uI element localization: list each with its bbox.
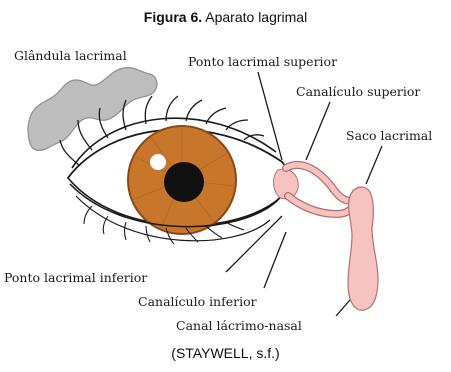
label-canaliculo-superior: Canalículo superior [296,84,420,99]
label-canaliculo-inferior: Canalículo inferior [138,294,257,309]
leader-canaliculo-inferior [264,232,286,288]
label-ponto-lacrimal-inferior: Ponto lacrimal inferior [4,270,147,285]
leader-canaliculo-superior [306,102,330,160]
label-glandula-lacrimal: Glândula lacrimal [14,48,127,63]
label-saco-lacrimal: Saco lacrimal [346,128,432,143]
eye-pupil [164,162,204,202]
label-ponto-lacrimal-superior: Ponto lacrimal superior [188,54,337,69]
label-canal-lacrimo-nasal: Canal lácrimo-nasal [176,318,302,333]
leader-canal-nasal [336,300,350,316]
figure-source: (STAYWELL, s.f.) [0,344,451,362]
eye-highlight [150,154,166,170]
leader-saco [366,146,382,184]
lacrimal-sac-and-duct [348,187,378,310]
